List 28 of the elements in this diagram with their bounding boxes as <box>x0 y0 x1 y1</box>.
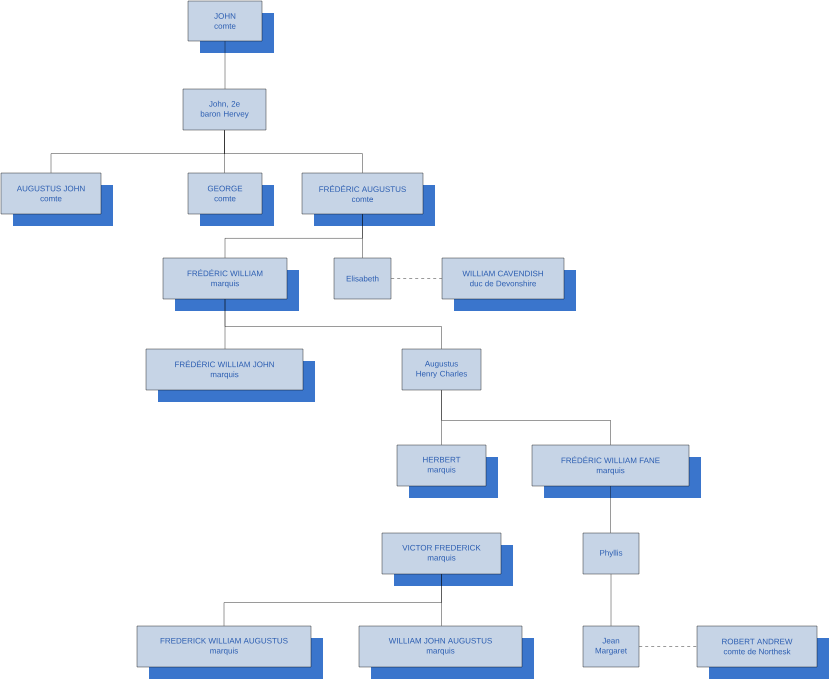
name-box: Jean Margaret <box>582 626 640 668</box>
person-box: GEORGE comte <box>188 172 274 226</box>
name-box: John, 2e baron Hervey <box>182 88 266 130</box>
connector-line <box>391 278 442 279</box>
connector-line <box>639 646 697 647</box>
person-box: FREDERICK WILLIAM AUGUSTUS marquis <box>136 626 323 679</box>
connector-line <box>441 574 442 626</box>
person-box: HERBERT marquis <box>396 444 498 498</box>
name-box: Phyllis <box>582 532 640 574</box>
person-box: FRÉDÉRIC WILLIAM JOHN marquis <box>146 348 315 402</box>
person-box: WILLIAM CAVENDISH duc de Devonshire <box>442 258 576 311</box>
person-box: JOHN comte <box>188 0 274 53</box>
connector-line <box>610 574 612 626</box>
person-box: FRÉDÉRIC WILLIAM marquis <box>162 258 299 311</box>
name-box: Elisabeth <box>334 258 392 300</box>
person-box: WILLIAM JOHN AUGUSTUS marquis <box>358 626 534 679</box>
name-box: Augustus Henry Charles <box>402 348 482 390</box>
connector-line <box>224 130 363 173</box>
connector-line <box>610 486 611 533</box>
person-box: AUGUSTUS JOHN comte <box>0 172 113 226</box>
person-box: VICTOR FREDERICK marquis <box>382 532 513 586</box>
person-box: FRÉDÉRIC WILLIAM FANE marquis <box>532 444 701 498</box>
person-box: ROBERT ANDREW comte de Northesk <box>696 626 829 679</box>
connector-line <box>441 390 611 445</box>
connector-line <box>362 214 363 258</box>
connector-line <box>224 41 226 89</box>
person-box: FRÉDÉRIC AUGUSTUS comte <box>302 172 435 226</box>
connector-line <box>224 299 442 349</box>
